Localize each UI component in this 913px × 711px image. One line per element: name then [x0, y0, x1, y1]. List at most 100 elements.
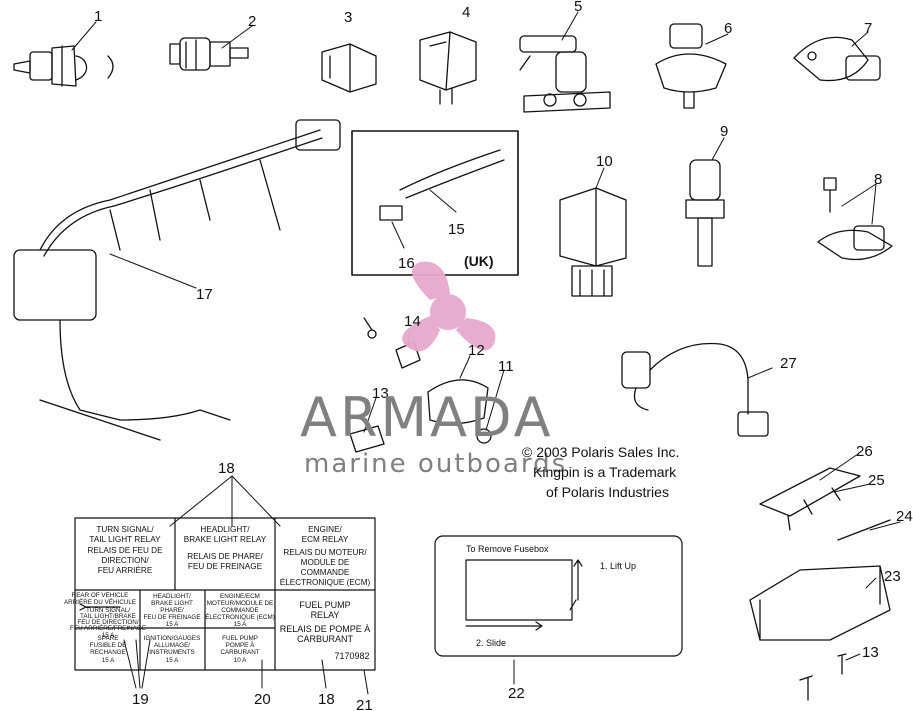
callout-20: 20 — [254, 691, 271, 708]
fusebox-title: To Remove Fusebox — [466, 544, 549, 554]
part-27-harness-lead — [621, 342, 769, 437]
part-8-speed-sensor — [817, 177, 893, 261]
fuse-r1c3-1: ENGINE/ECM — [220, 593, 260, 600]
leader-lines — [71, 11, 901, 695]
part-1-pressure-switch — [13, 45, 114, 87]
callout-17: 17 — [196, 286, 213, 303]
callout-24: 24 — [896, 508, 913, 525]
callout-19: 19 — [132, 691, 149, 708]
callout-9: 9 — [720, 123, 728, 140]
part-6-map-sensor — [655, 23, 727, 109]
fuse-r2c1-2: FUSIBLE DE — [90, 642, 127, 649]
callout-16: 16 — [398, 255, 415, 272]
rear-vehicle-2: ARRIÈRE DU VÉHICULE — [64, 597, 136, 606]
fuse-r2c2-2: ALLUMAGE/ — [154, 642, 190, 649]
fuel-pump-2: RELAY — [311, 610, 340, 620]
callout-21: 21 — [356, 697, 373, 711]
fusebox-assembly — [749, 467, 891, 701]
callout-11: 11 — [498, 358, 514, 375]
callout-12: 12 — [468, 342, 485, 359]
copyright-line-2: Kingpin is a Trademark — [533, 464, 677, 480]
fusebox-step2: 2. Slide — [476, 638, 506, 648]
part-2-sensor — [169, 37, 249, 71]
fuse-r1c3-2: MOTEUR/MODULE DE — [207, 600, 273, 607]
callout-22: 22 — [508, 685, 525, 702]
fusebox-instruction-box — [434, 535, 683, 657]
fuse-top-right-4: MODULE DE — [301, 558, 350, 567]
parts-14-12-13-11 — [349, 317, 492, 453]
fuse-top-left-5: FEU ARRIÈRE — [98, 565, 153, 575]
fuse-top-left-4: DIRECTION/ — [101, 556, 149, 565]
callout-13a: 13 — [372, 385, 389, 402]
rear-vehicle-1: REAR OF VEHICLE — [72, 592, 129, 599]
callout-13b: 13 — [862, 644, 879, 661]
copyright-line-1: © 2003 Polaris Sales Inc. — [522, 444, 679, 460]
watermark-tagline: marine outboards — [304, 449, 567, 479]
part-7-tps — [793, 36, 881, 82]
fuse-r2c2-3: INSTRUMENTS — [149, 649, 194, 656]
part-5-solenoid — [519, 35, 611, 113]
fuse-r1c2-4: FEU DE FREINAGE — [143, 614, 200, 621]
fuse-label-table — [74, 517, 376, 671]
callout-27: 27 — [780, 355, 797, 372]
callout-2: 2 — [248, 13, 256, 30]
callout-15: 15 — [448, 221, 465, 238]
fuse-r1c3-amp: 15 A — [234, 621, 247, 628]
callout-8: 8 — [874, 171, 882, 188]
fuel-pump-3: RELAIS DE POMPE À — [280, 624, 371, 634]
fuse-r2c1-3: RECHANGE — [90, 649, 126, 656]
fuse-top-right-6: ÉLECTRONIQUE (ECM) — [280, 577, 371, 587]
fusebox-step1: 1. Lift Up — [600, 561, 636, 571]
copyright-line-3: of Polaris Industries — [546, 484, 669, 500]
callout-6: 6 — [724, 20, 732, 37]
part-3-connector — [321, 43, 377, 93]
fuse-r2c3-1: FUEL PUMP — [222, 635, 258, 642]
fuse-top-right-3: RELAIS DU MOTEUR/ — [283, 548, 367, 557]
fuse-r2c2-amp: 15 A — [166, 657, 179, 664]
fuse-top-mid-4: FEU DE FREINAGE — [188, 562, 263, 571]
callout-26: 26 — [856, 443, 873, 460]
fuse-r2c1-1: SPARE — [98, 635, 119, 642]
callout-numbers: 1 2 3 4 5 6 7 8 9 10 15 16 17 14 12 11 2… — [94, 0, 913, 711]
fuse-top-right-5: COMMANDE — [301, 568, 350, 577]
fuse-r1c1-amp: 15 A — [102, 632, 115, 639]
fuse-r1c2-1: HEADLIGHT/ — [153, 593, 191, 600]
fuse-r1c1-2: TAIL LIGHT/BRAKE — [80, 613, 136, 620]
callout-5: 5 — [574, 0, 582, 15]
fuse-label-text: TURN SIGNAL/ TAIL LIGHT RELAY RELAIS DE … — [64, 525, 371, 664]
fuse-r1c3-4: ÉLECTRONIQUE (ECM) — [205, 612, 275, 621]
part-4-relay — [419, 31, 477, 105]
fuse-top-left-2: TAIL LIGHT RELAY — [89, 535, 161, 544]
fuse-r2c3-amp: 10 A — [234, 657, 247, 664]
fuse-top-left-1: TURN SIGNAL/ — [96, 525, 154, 534]
fuel-pump-4: CARBURANT — [297, 634, 354, 644]
fuse-r2c2-1: IGNITION/GAUGES — [144, 635, 201, 642]
fuse-top-right-2: ECM RELAY — [302, 535, 349, 544]
fuse-r1c1-1: TURN SIGNAL/ — [86, 607, 130, 614]
callout-23: 23 — [884, 568, 901, 585]
fuse-top-mid-2: BRAKE LIGHT RELAY — [184, 535, 267, 544]
callout-10: 10 — [596, 153, 613, 170]
callout-3: 3 — [344, 9, 352, 26]
watermark-brand: ARMADA — [300, 386, 554, 449]
part-number: 7170982 — [334, 651, 369, 661]
fuse-top-mid-1: HEADLIGHT/ — [200, 525, 250, 534]
callout-1: 1 — [94, 8, 102, 25]
fuse-r1c2-2: BRAKE LIGHT — [151, 600, 193, 607]
fuse-r2c3-3: CARBURANT — [220, 649, 259, 656]
callout-14: 14 — [404, 313, 421, 330]
uk-label: (UK) — [464, 253, 494, 269]
fuse-top-mid-3: RELAIS DE PHARE/ — [187, 552, 263, 561]
callout-4: 4 — [462, 4, 470, 21]
fuse-r2c3-2: POMPE À — [226, 640, 255, 649]
callout-25: 25 — [868, 472, 885, 489]
callout-7: 7 — [864, 20, 872, 37]
fuse-r1c1-4: FEU ARRIÈRE/FREINAGE — [70, 623, 146, 632]
fuel-pump-1: FUEL PUMP — [299, 600, 350, 610]
callout-18b: 18 — [318, 691, 335, 708]
fuse-r1c3-3: COMMANDE — [221, 607, 258, 614]
callout-18a: 18 — [218, 460, 235, 477]
fuse-top-right-1: ENGINE/ — [308, 525, 342, 534]
